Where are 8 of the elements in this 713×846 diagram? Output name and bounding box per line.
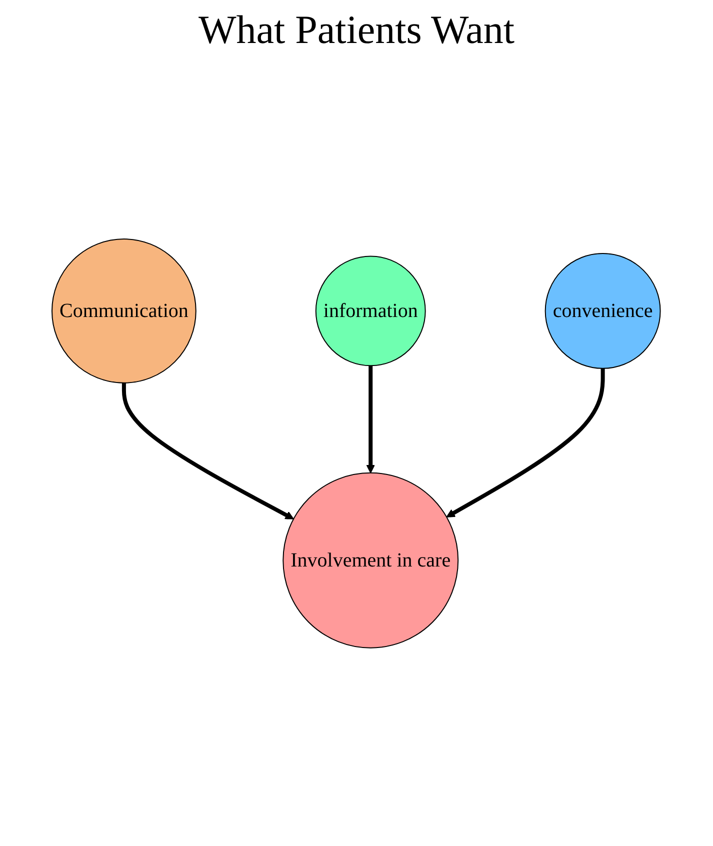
- node-circle: information: [316, 255, 426, 366]
- diagram-title: What Patients Want: [198, 6, 516, 53]
- arrow: [446, 368, 606, 517]
- arrow: [366, 365, 376, 473]
- node-circle: Communication: [52, 238, 197, 383]
- node-circle: convenience: [545, 252, 662, 368]
- node-circle: Involvement in care: [283, 472, 459, 648]
- arrow: [122, 382, 294, 519]
